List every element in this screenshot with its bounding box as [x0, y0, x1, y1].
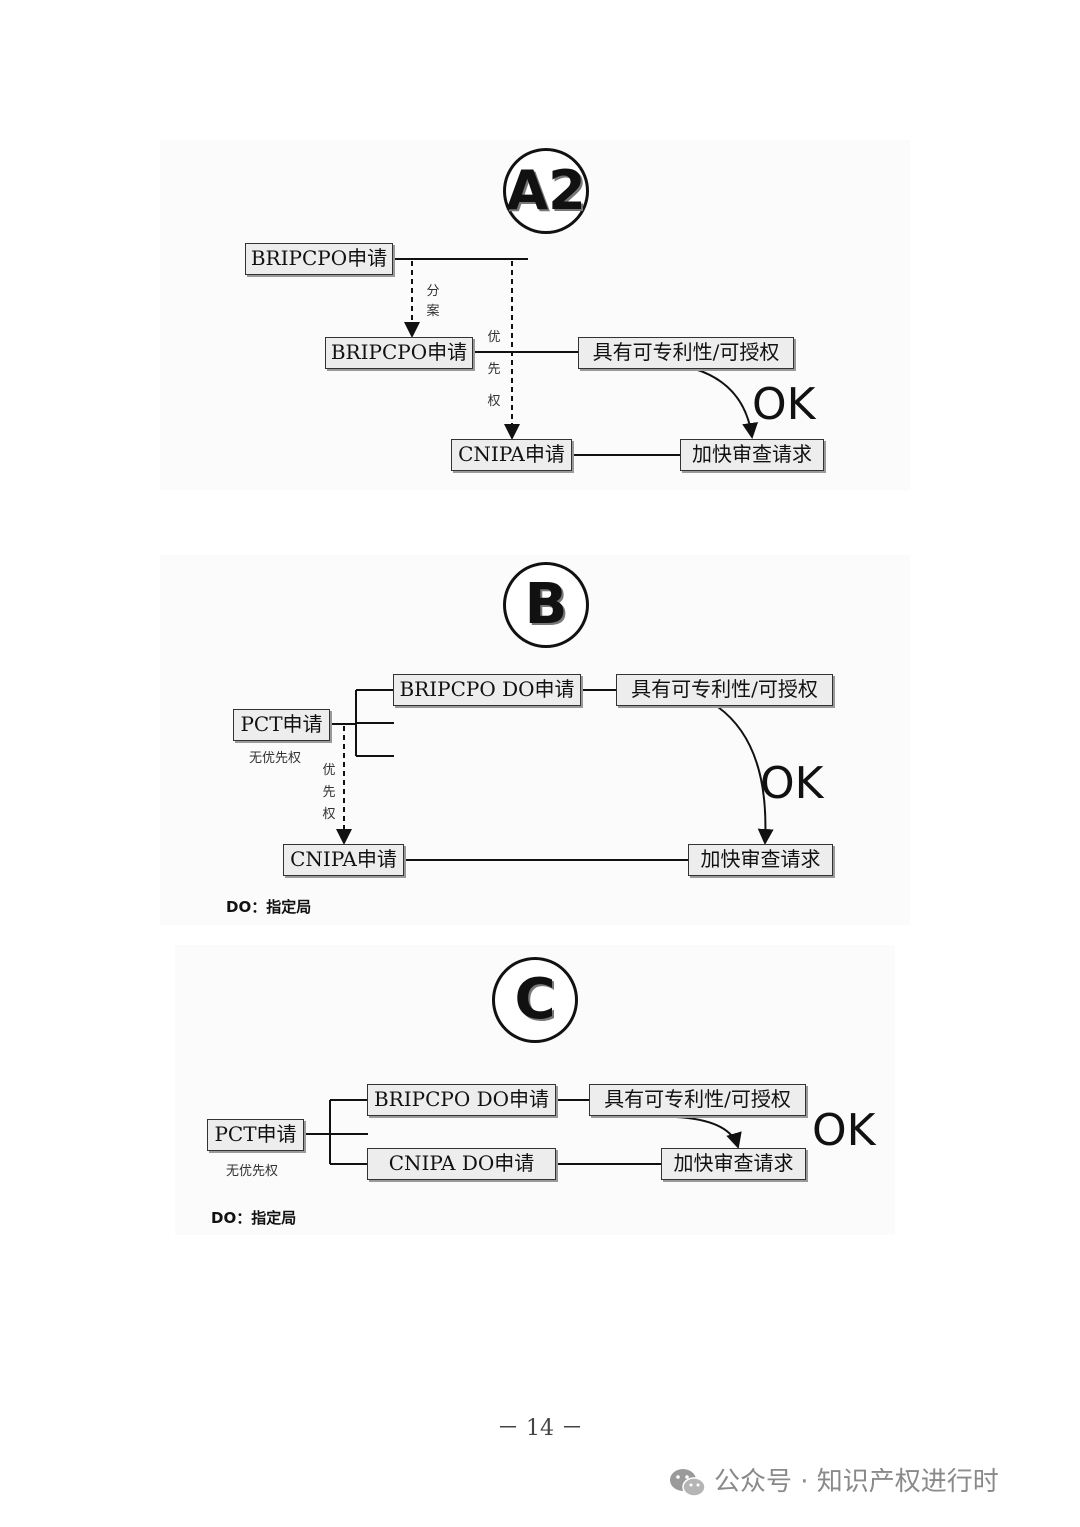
patentable-box: 具有可专利性/可授权	[578, 337, 794, 369]
page-number: － 14 －	[497, 1416, 583, 1441]
accelerated-exam-box: 加快审查请求	[688, 844, 833, 876]
bripcpo-application-box: BRIPCPO申请	[245, 243, 393, 275]
ok-label: OK	[760, 758, 824, 809]
accelerated-exam-box: 加快审查请求	[661, 1148, 806, 1180]
do-legend-note: DO：指定局	[226, 898, 312, 916]
divisional-label: 分案	[426, 284, 440, 319]
bripcpo-do-application-box: BRIPCPO DO申请	[393, 674, 581, 706]
ok-label: OK	[752, 379, 816, 430]
badge-a2: A2	[503, 148, 589, 234]
no-priority-note: 无优先权	[249, 751, 302, 766]
badge-c: C	[492, 957, 578, 1043]
watermark-text: 公众号 · 知识产权进行时	[714, 1467, 999, 1497]
cnipa-application-box: CNIPA申请	[451, 439, 572, 471]
do-legend-note: DO：指定局	[211, 1209, 297, 1227]
cnipa-do-application-box: CNIPA DO申请	[367, 1148, 556, 1180]
pct-application-box: PCT申请	[233, 709, 330, 741]
badge-b: B	[503, 562, 589, 648]
no-priority-note: 无优先权	[226, 1164, 279, 1179]
wechat-icon	[670, 1468, 706, 1497]
bripcpo-do-application-box: BRIPCPO DO申请	[367, 1084, 556, 1116]
bripcpo-divisional-box: BRIPCPO申请	[325, 337, 473, 369]
ok-label: OK	[812, 1105, 876, 1156]
cnipa-application-box: CNIPA申请	[283, 844, 404, 876]
priority-label: 优先权	[322, 763, 336, 822]
priority-label: 优先权	[487, 330, 501, 409]
pct-application-box: PCT申请	[207, 1119, 304, 1151]
patentable-box: 具有可专利性/可授权	[589, 1084, 806, 1116]
patentable-box: 具有可专利性/可授权	[616, 674, 833, 706]
watermark: 公众号 · 知识产权进行时	[668, 1462, 1058, 1502]
accelerated-exam-box: 加快审查请求	[680, 439, 824, 471]
